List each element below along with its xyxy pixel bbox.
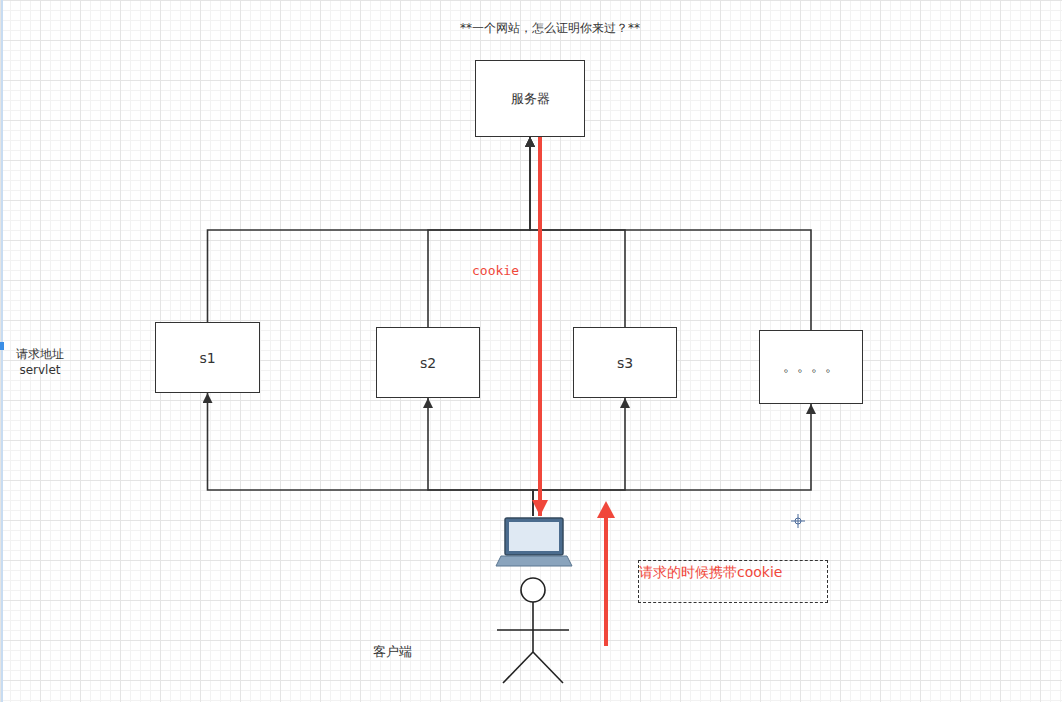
- server-box: 服务器: [475, 60, 585, 137]
- client-figure: 客户端: [493, 516, 573, 686]
- crosshair: [791, 514, 805, 528]
- request-connector: [530, 137, 625, 327]
- editor-marker: [0, 342, 4, 350]
- servlet-box: s1: [155, 322, 260, 393]
- client-label: 客户端: [362, 643, 422, 661]
- node-label: s3: [617, 355, 633, 371]
- person-laptop-icon: [493, 516, 573, 686]
- editor-edge: [1, 0, 3, 702]
- node-label: 服务器: [511, 90, 550, 108]
- diagram-title: **一个网站，怎么证明你来过？**: [0, 20, 1062, 37]
- response-arrow: [538, 137, 542, 516]
- node-label: 。。。。: [783, 358, 839, 376]
- request-connector: [533, 404, 811, 516]
- node-label: s2: [420, 355, 436, 371]
- servlet-box: s2: [376, 327, 480, 398]
- request-note: 请求的时候携带cookie: [638, 560, 828, 603]
- servlet-box: 。。。。: [759, 330, 863, 404]
- request-connector: [428, 137, 530, 327]
- node-label: s1: [199, 350, 215, 366]
- request-connector: [533, 398, 625, 516]
- request-connector: [428, 398, 533, 516]
- cookie-label: cookie: [472, 263, 519, 278]
- side-note: 请求地址 servlet: [10, 346, 70, 377]
- request-connector: [530, 137, 811, 330]
- red-up-arrow: [597, 501, 615, 646]
- servlet-box: s3: [573, 327, 677, 398]
- request-connector: [208, 393, 534, 516]
